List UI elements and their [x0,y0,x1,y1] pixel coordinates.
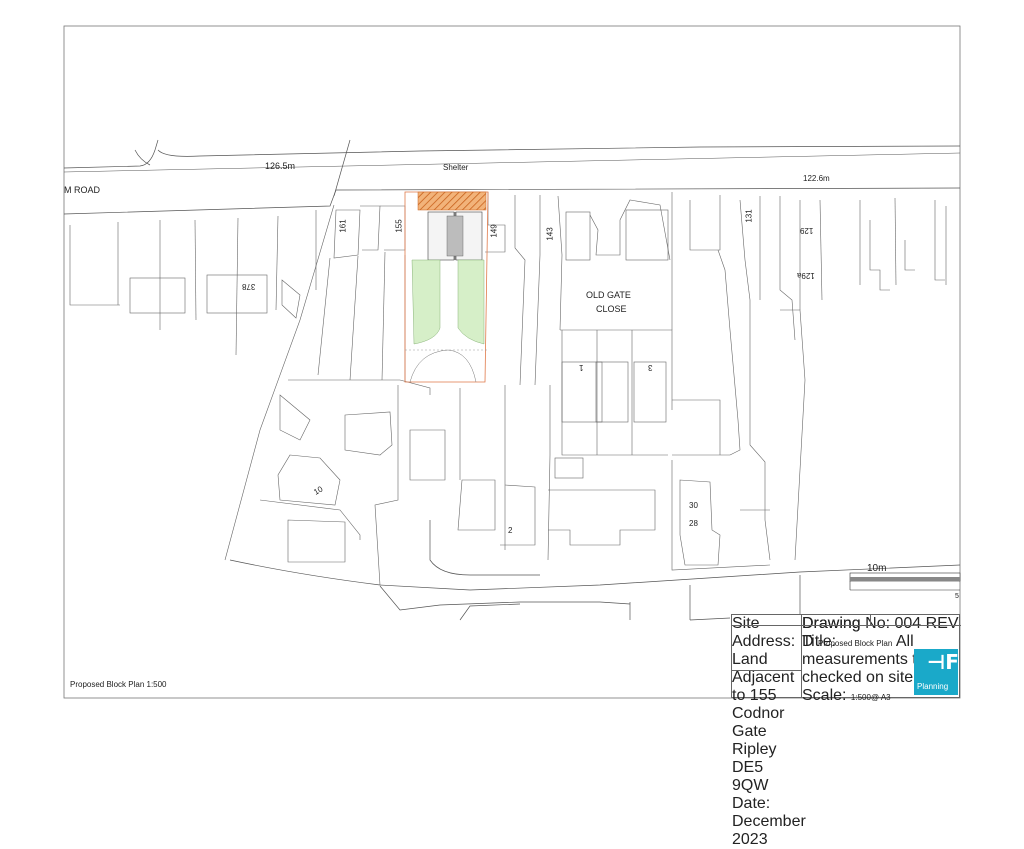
spot-level-left: 126.5m [265,161,296,171]
scale-label: Scale: [802,687,847,704]
f-logo-icon: ⊣F [927,650,959,674]
site-address-column: Site Address: Land Adjacent to 155 Codno… [732,615,806,848]
drawing-info: Drawing Title: Drawing No: 004 REV D Pro… [802,615,961,704]
house-number: 30 [689,501,698,510]
house-number: 155 [394,219,404,233]
drawing-no-value: 004 REV D [802,615,959,650]
site-address-line: Land Adjacent to 155 [732,651,795,704]
close-name-line1: OLD GATE [586,290,631,300]
scale-value: 1:500@ A3 [850,693,891,702]
house-number: 28 [689,519,698,528]
shelter-label: Shelter [443,163,469,172]
sheet-border [63,25,961,699]
spot-level-right: 122.6m [803,174,830,183]
site-check-note: All measurements to be checked on site. [802,633,948,686]
house-number: 143 [545,227,555,241]
plot-boundaries [69,192,947,586]
house-number: 131 [744,209,754,223]
site-address-label: Site Address: [732,615,796,650]
map-drawing [63,25,961,699]
scale-bar [849,572,961,591]
drawing-title-value: Proposed Block Plan [818,639,893,648]
date-value: December 2023 [732,813,806,848]
development-site [404,191,489,383]
house-number: 161 [338,219,348,233]
road-lines [63,139,961,621]
drawing-title-label: Drawing Title: [802,615,861,650]
house-number: 129 [800,226,814,235]
title-block: Site Address: Land Adjacent to 155 Codno… [731,614,961,848]
house-number: 378 [242,282,256,291]
road-name: M ROAD [64,185,100,195]
site-address-line: Codnor Gate [732,705,785,740]
scale-bar-tick: 5 [955,593,959,600]
site-address-line: DE5 9QW [732,759,769,794]
house-number: 129a [797,271,815,280]
plan-caption: Proposed Block Plan 1:500 [70,680,167,689]
house-number: 1 [579,363,584,372]
drawing-no-label: Drawing No: [802,615,891,632]
site-address-line: Ripley [732,741,777,758]
house-number: 2 [508,526,513,535]
close-name-line2: CLOSE [596,304,627,314]
date-label: Date: [732,795,771,812]
scale-bar-label: 10m [867,563,887,574]
house-number: 149 [489,224,499,238]
logo-text: Planning [917,682,949,691]
planning-logo: ⊣F Planning [914,649,959,695]
house-number: 3 [648,363,653,372]
block-plan-sheet: M ROAD 126.5m 122.6m Shelter OLD GATE CL… [63,25,961,848]
